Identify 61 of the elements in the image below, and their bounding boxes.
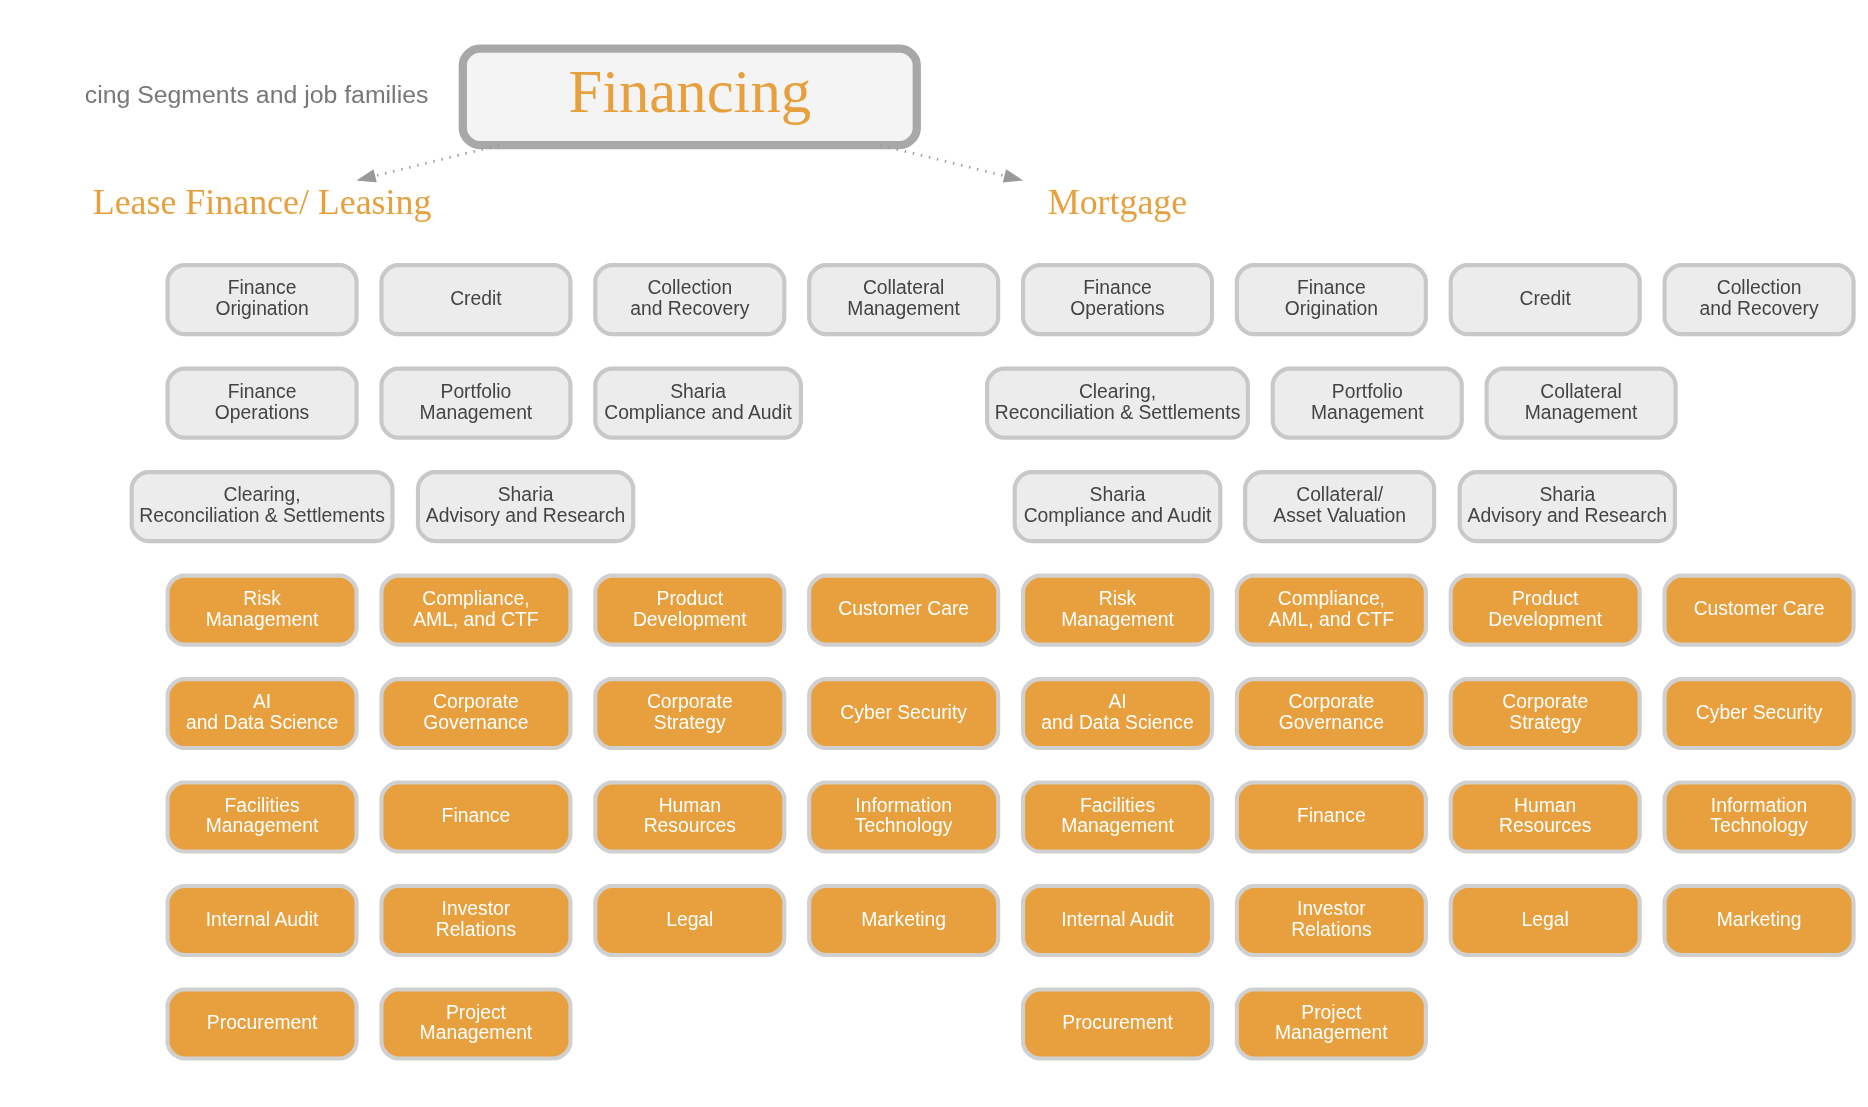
node-box: Collateral Management — [1484, 366, 1678, 440]
node-box: Risk Management — [165, 573, 359, 647]
node-box: Finance — [379, 780, 573, 854]
node-box: Procurement — [165, 987, 359, 1061]
node-box: Compliance, AML, and CTF — [379, 573, 573, 647]
node-box: Finance Operations — [165, 366, 359, 440]
node-box: AI and Data Science — [1020, 677, 1215, 751]
node-box: Information Technology — [807, 780, 1001, 854]
node-box: Investor Relations — [1234, 883, 1428, 958]
node-box: Portfolio Management — [379, 366, 573, 440]
node-box: Credit — [379, 263, 573, 337]
node-box: Finance Operations — [1020, 263, 1215, 337]
node-box: Product Development — [1448, 573, 1642, 647]
node-box: Investor Relations — [379, 883, 573, 958]
label: cing Segments and job families — [84, 80, 429, 108]
node-box: Legal — [593, 883, 787, 958]
node-box: Legal — [1448, 883, 1642, 958]
node-box: Human Resources — [1448, 780, 1642, 854]
node-box: AI and Data Science — [165, 677, 359, 751]
node-box: Sharia Advisory and Research — [1457, 470, 1677, 544]
node-box: Clearing, Reconciliation & Settlements — [985, 366, 1250, 440]
node-box: Finance Origination — [165, 263, 359, 337]
node-box: Information Technology — [1662, 780, 1856, 854]
node-box: Corporate Strategy — [1448, 677, 1642, 751]
node-box: Collateral/ Asset Valuation — [1243, 470, 1437, 544]
node-box: Financing — [458, 44, 921, 150]
node-text: Lease Finance/ Leasing — [92, 181, 432, 222]
node-box: Project Management — [1234, 987, 1428, 1061]
node-box: Marketing — [1662, 883, 1856, 958]
node-box: Sharia Compliance and Audit — [593, 366, 803, 440]
node-box: Credit — [1448, 263, 1642, 337]
node-box: Marketing — [807, 883, 1001, 958]
node-box: Internal Audit — [1020, 883, 1215, 958]
node-box: Product Development — [593, 573, 787, 647]
node-box: Corporate Governance — [379, 677, 573, 751]
node-box: Clearing, Reconciliation & Settlements — [129, 470, 395, 544]
node-text: Mortgage — [1047, 181, 1188, 222]
arrow — [356, 143, 500, 183]
node-box: Corporate Strategy — [593, 677, 787, 751]
node-box: Customer Care — [1662, 573, 1856, 647]
node-box: Internal Audit — [165, 883, 359, 958]
node-box: Cyber Security — [807, 677, 1001, 751]
node-box: Collection and Recovery — [1662, 263, 1856, 337]
node-box: Finance — [1234, 780, 1428, 854]
node-box: Collateral Management — [807, 263, 1001, 337]
node-box: Corporate Governance — [1234, 677, 1428, 751]
node-box: Procurement — [1020, 987, 1215, 1061]
node-box: Sharia Advisory and Research — [415, 470, 636, 544]
node-box: Project Management — [379, 987, 573, 1061]
node-box: Cyber Security — [1662, 677, 1856, 751]
node-box: Human Resources — [593, 780, 787, 854]
node-box: Risk Management — [1020, 573, 1215, 647]
node-box: Finance Origination — [1234, 263, 1428, 337]
arrow — [880, 143, 1024, 183]
node-box: Sharia Compliance and Audit — [1012, 470, 1223, 544]
node-box: Compliance, AML, and CTF — [1234, 573, 1428, 647]
node-box: Facilities Management — [1020, 780, 1215, 854]
node-box: Collection and Recovery — [593, 263, 787, 337]
node-box: Portfolio Management — [1270, 366, 1464, 440]
node-box: Customer Care — [807, 573, 1001, 647]
node-box: Facilities Management — [165, 780, 359, 854]
